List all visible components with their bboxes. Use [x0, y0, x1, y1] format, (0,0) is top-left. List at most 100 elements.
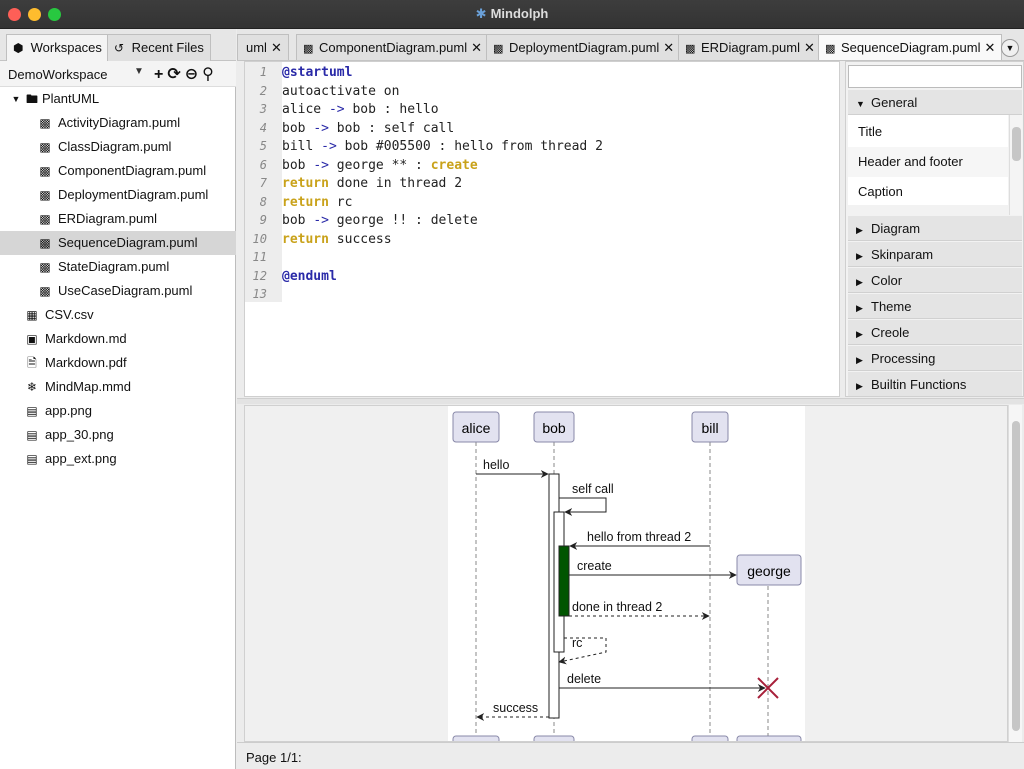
refresh-icon[interactable]: ⟳ — [167, 66, 185, 83]
code-line: bob -> bob : self call — [282, 120, 455, 136]
diagram-file-icon: ▩ — [39, 212, 51, 226]
scroll-thumb[interactable] — [1012, 421, 1020, 731]
tree-item[interactable]: ▤app_30.png — [0, 423, 236, 447]
diagram-file-icon: ▩ — [39, 140, 51, 154]
mindmap-icon: ❄ — [26, 380, 38, 394]
title-bar: ✱Mindolph — [0, 0, 1024, 29]
tree-item-label: Markdown.pdf — [45, 355, 127, 370]
tree-item[interactable]: ▩ClassDiagram.puml — [0, 135, 236, 159]
tree-item-label: PlantUML — [42, 91, 100, 106]
participant-bill: bill — [691, 411, 729, 443]
tree-item[interactable]: ▩ComponentDiagram.puml — [0, 159, 236, 183]
snippet-item-header-footer[interactable]: Header and footer — [848, 147, 1008, 177]
close-tab-icon[interactable]: ✕ — [663, 40, 675, 55]
message-done-thread2: done in thread 2 — [572, 600, 662, 614]
diagram-preview: alice bob bill george hello self call — [244, 405, 1008, 742]
snippet-item-title[interactable]: Title — [858, 124, 883, 139]
tree-item[interactable]: ▩DeploymentDiagram.puml — [0, 183, 236, 207]
add-icon[interactable]: + — [154, 66, 168, 83]
message-success: success — [493, 701, 538, 715]
tree-item-label: ComponentDiagram.puml — [58, 163, 207, 178]
line-number: 11 — [252, 250, 267, 264]
close-tab-icon[interactable]: ✕ — [803, 40, 815, 55]
section-skinparam[interactable]: ▶Skinparam — [848, 242, 1022, 267]
line-number: 5 — [259, 139, 267, 153]
diagram-file-icon: ▩ — [39, 260, 51, 274]
section-processing[interactable]: ▶Processing — [848, 346, 1022, 371]
diagram-file-icon: ▩ — [303, 43, 314, 55]
tree-item-label: app_ext.png — [45, 451, 117, 466]
close-tab-icon[interactable]: ✕ — [984, 40, 996, 55]
editor-tab-label: SequenceDiagram.puml — [841, 40, 981, 55]
tree-item[interactable]: ▩UseCaseDiagram.puml — [0, 279, 236, 303]
tree-item[interactable]: ▩ERDiagram.puml — [0, 207, 236, 231]
tree-item[interactable]: 🗎Markdown.pdf — [0, 351, 236, 375]
tree-item[interactable]: ▼🖿PlantUML — [0, 87, 236, 111]
close-window-button[interactable] — [8, 8, 21, 21]
section-builtin-functions[interactable]: ▶Builtin Functions — [848, 372, 1022, 397]
section-theme[interactable]: ▶Theme — [848, 294, 1022, 319]
participant-footer-george — [736, 735, 802, 741]
minimize-window-button[interactable] — [28, 8, 41, 21]
tree-item[interactable]: ▩ StateDiagram.puml — [0, 255, 236, 279]
section-general[interactable]: ▼General — [848, 90, 1022, 115]
window-title-text: Mindolph — [490, 6, 549, 21]
message-self-call-arrow — [559, 497, 607, 516]
editor-tab-2[interactable]: ▩DeploymentDiagram.puml✕ — [486, 34, 682, 60]
tree-item-label: StateDiagram.puml — [58, 259, 170, 274]
tab-workspaces[interactable]: ⬢ Workspaces — [6, 34, 109, 61]
line-number: 2 — [259, 83, 267, 98]
editor-tab-label: ComponentDiagram.puml — [319, 40, 468, 55]
code-line: alice -> bob : hello — [282, 102, 439, 117]
section-diagram[interactable]: ▶Diagram — [848, 216, 1022, 241]
split-divider[interactable] — [237, 398, 1024, 404]
preview-scrollbar[interactable] — [1008, 405, 1022, 742]
snippet-item-caption[interactable]: Caption — [858, 184, 903, 199]
scroll-thumb[interactable] — [1012, 127, 1021, 161]
chevron-down-icon[interactable]: ▼ — [134, 66, 144, 77]
diagram-file-icon: ▩ — [493, 43, 504, 55]
tab-overflow-button[interactable]: ▼ — [1001, 39, 1019, 57]
tree-item[interactable]: ❄MindMap.mmd — [0, 375, 236, 399]
tree-item[interactable]: ▩SequenceDiagram.puml — [0, 231, 236, 255]
line-number: 10 — [252, 231, 267, 246]
tree-item[interactable]: ▤app_ext.png — [0, 447, 236, 471]
editor-tab-1[interactable]: ▩ ComponentDiagram.puml✕ — [296, 34, 490, 60]
maximize-window-button[interactable] — [48, 8, 61, 21]
editor-tab-4[interactable]: ▩SequenceDiagram.puml✕ — [818, 34, 1003, 60]
snippet-panel: ▼General Title Header and footer Caption… — [845, 61, 1024, 397]
editor-tab-3[interactable]: ▩ERDiagram.puml✕ — [678, 34, 822, 60]
participant-george: george — [736, 554, 802, 586]
message-rc: rc — [572, 636, 582, 650]
tree-item[interactable]: ▤app.png — [0, 399, 236, 423]
participant-alice: alice — [452, 411, 500, 443]
activation-bob-3 — [558, 545, 570, 617]
code-line: bob -> george !! : delete — [282, 213, 478, 228]
tab-recent-files[interactable]: ↺ Recent Files — [107, 34, 211, 61]
section-color[interactable]: ▶Color — [848, 268, 1022, 293]
line-number: 6 — [259, 157, 267, 172]
tree-item[interactable]: ▦CSV.csv — [0, 303, 236, 327]
image-icon: ▤ — [26, 404, 38, 418]
line-number: 12 — [252, 268, 267, 283]
section-creole[interactable]: ▶Creole — [848, 320, 1022, 345]
snippet-search-input[interactable] — [848, 65, 1022, 88]
chevron-down-icon[interactable]: ▼ — [11, 94, 21, 104]
code-line: @enduml — [282, 268, 337, 284]
snippet-scrollbar[interactable] — [1009, 115, 1022, 215]
code-line: return rc — [282, 194, 353, 210]
tree-item[interactable]: ▩ActivityDiagram.puml — [0, 111, 236, 135]
close-tab-icon[interactable]: ✕ — [471, 40, 483, 55]
tree-item[interactable]: ▣Markdown.md — [0, 327, 236, 351]
participant-footer-bob — [533, 735, 575, 741]
workspace-selector[interactable]: DemoWorkspace — [8, 67, 108, 82]
editor-tab-0[interactable]: uml✕ — [237, 34, 289, 60]
section-label: Processing — [871, 351, 936, 366]
close-tab-icon[interactable]: ✕ — [270, 40, 282, 55]
search-icon[interactable]: ⚲ — [202, 66, 218, 83]
collapse-icon[interactable]: ⊖ — [184, 66, 203, 83]
message-create: create — [577, 559, 612, 573]
section-label: Diagram — [871, 221, 921, 236]
diagram-file-icon: ▩ — [685, 43, 696, 55]
